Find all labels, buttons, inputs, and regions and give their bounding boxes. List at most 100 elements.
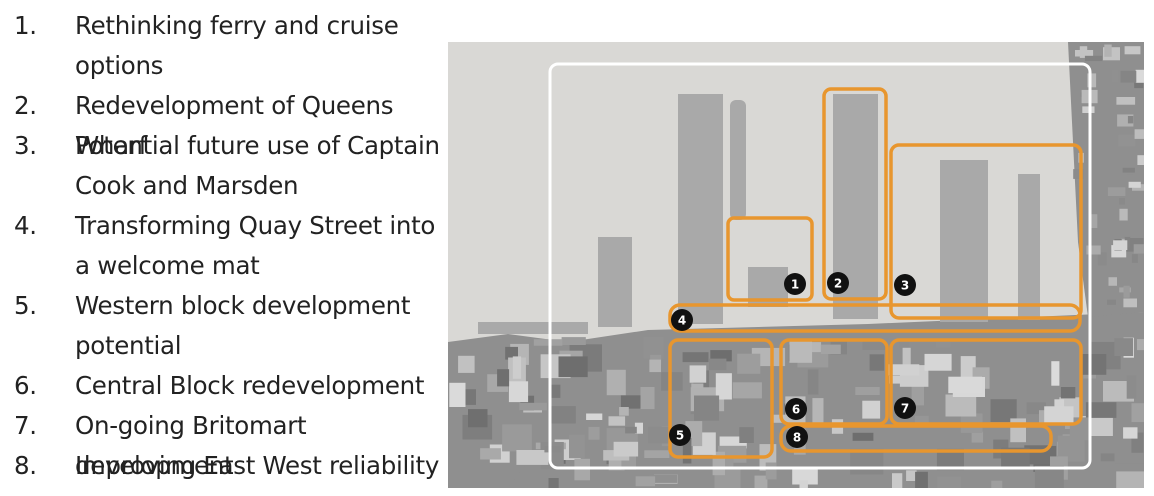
building-block xyxy=(754,475,768,488)
highlight-areas xyxy=(668,87,1083,459)
building-block xyxy=(1114,452,1144,464)
building-block xyxy=(689,365,707,383)
building-block xyxy=(1085,402,1117,418)
legend-number: 2. xyxy=(14,91,37,120)
legend-text: Redevelopment of Queens Wharf xyxy=(75,91,394,160)
building-block xyxy=(850,448,884,475)
building-block xyxy=(1118,134,1136,147)
building-block xyxy=(869,354,885,371)
building-block xyxy=(548,478,559,488)
building-block xyxy=(1120,70,1137,83)
legend-text: Rethinking ferry and cruise options xyxy=(75,11,399,80)
viaduct-basin xyxy=(598,237,632,327)
building-block xyxy=(544,446,562,453)
building-block xyxy=(1127,116,1134,124)
legend-item-1: 1. Rethinking ferry and cruise options xyxy=(0,6,445,86)
building-block xyxy=(634,422,643,434)
building-block xyxy=(799,480,808,488)
area-8-east-west xyxy=(779,424,1053,453)
building-block xyxy=(892,473,903,488)
legend-text: Improving East West reliability xyxy=(75,451,440,480)
building-block xyxy=(1079,354,1107,375)
building-block xyxy=(1131,403,1144,423)
building-block xyxy=(862,341,887,350)
building-block xyxy=(1113,240,1128,250)
marker-2-label: 2 xyxy=(834,277,842,291)
legend-item-6: 6. Central Block redevelopment xyxy=(0,366,445,406)
area-4-quay-street xyxy=(668,303,1082,333)
building-block xyxy=(649,359,661,373)
building-block xyxy=(712,451,725,476)
building-block xyxy=(694,395,720,421)
building-block xyxy=(1119,208,1128,221)
building-block xyxy=(516,450,549,465)
building-block xyxy=(1100,453,1120,462)
building-block xyxy=(709,358,727,371)
building-block xyxy=(1010,418,1026,443)
building-block xyxy=(812,398,824,424)
building-block xyxy=(1131,254,1138,263)
legend-number: 5. xyxy=(14,291,37,320)
building-block xyxy=(608,416,626,426)
building-block xyxy=(765,462,777,480)
building-block xyxy=(1108,277,1117,286)
area-3-captain-cook-marsden xyxy=(889,143,1083,320)
captain-cook-wharf xyxy=(940,160,988,322)
building-block xyxy=(1123,298,1137,308)
marker-8: 8 xyxy=(786,426,808,448)
building-block xyxy=(1126,375,1137,399)
building-block xyxy=(990,399,1017,422)
building-block xyxy=(519,402,547,411)
building-block xyxy=(710,350,732,362)
building-block xyxy=(1124,236,1131,248)
building-block xyxy=(1122,167,1135,173)
building-block xyxy=(1137,155,1144,165)
building-block xyxy=(936,448,964,471)
building-block xyxy=(625,426,637,434)
marker-6-label: 6 xyxy=(792,403,800,417)
building-block xyxy=(1054,399,1065,408)
building-block xyxy=(640,387,655,410)
building-block xyxy=(1001,447,1030,469)
marker-6: 6 xyxy=(785,398,807,420)
building-block xyxy=(886,364,920,376)
building-block xyxy=(588,426,600,440)
western-pier xyxy=(478,322,588,334)
legend-item-8: 8. Improving East West reliability xyxy=(0,446,445,486)
building-block xyxy=(449,382,466,407)
marker-8-label: 8 xyxy=(793,431,801,445)
building-block xyxy=(648,426,671,444)
building-block xyxy=(948,376,982,394)
building-block xyxy=(1107,187,1126,196)
building-block xyxy=(574,458,590,481)
building-block xyxy=(1137,339,1144,351)
building-block xyxy=(1079,46,1088,58)
building-block xyxy=(1124,46,1141,55)
legend-item-2: 2. Redevelopment of Queens Wharf xyxy=(0,86,445,160)
building-block xyxy=(936,338,951,348)
legend-number: 8. xyxy=(14,451,37,480)
marker-7-label: 7 xyxy=(901,402,909,416)
building-block xyxy=(792,468,818,485)
marsden-wharf xyxy=(1018,174,1040,320)
marker-2: 2 xyxy=(827,272,849,294)
building-block xyxy=(1089,214,1098,228)
legend-item-7: 7. On-going Britomart development xyxy=(0,406,445,480)
legend-text: Transforming Quay Street into a welcome … xyxy=(75,211,436,280)
building-block xyxy=(1128,181,1141,188)
marker-7: 7 xyxy=(894,397,916,419)
building-block xyxy=(715,373,732,400)
building-block xyxy=(468,409,488,428)
legend-list: 1. Rethinking ferry and cruise options 2… xyxy=(0,6,445,486)
building-block xyxy=(1086,245,1101,255)
building-block xyxy=(613,441,639,457)
building-block xyxy=(899,338,909,349)
building-block xyxy=(914,415,929,428)
building-block xyxy=(635,476,656,487)
building-block xyxy=(1134,129,1144,139)
marker-1: 1 xyxy=(784,273,806,295)
area-5-western-block xyxy=(668,338,774,459)
building-block xyxy=(906,470,917,481)
building-block xyxy=(1060,387,1076,399)
legend-item-5: 5. Western block development potential xyxy=(0,286,445,366)
